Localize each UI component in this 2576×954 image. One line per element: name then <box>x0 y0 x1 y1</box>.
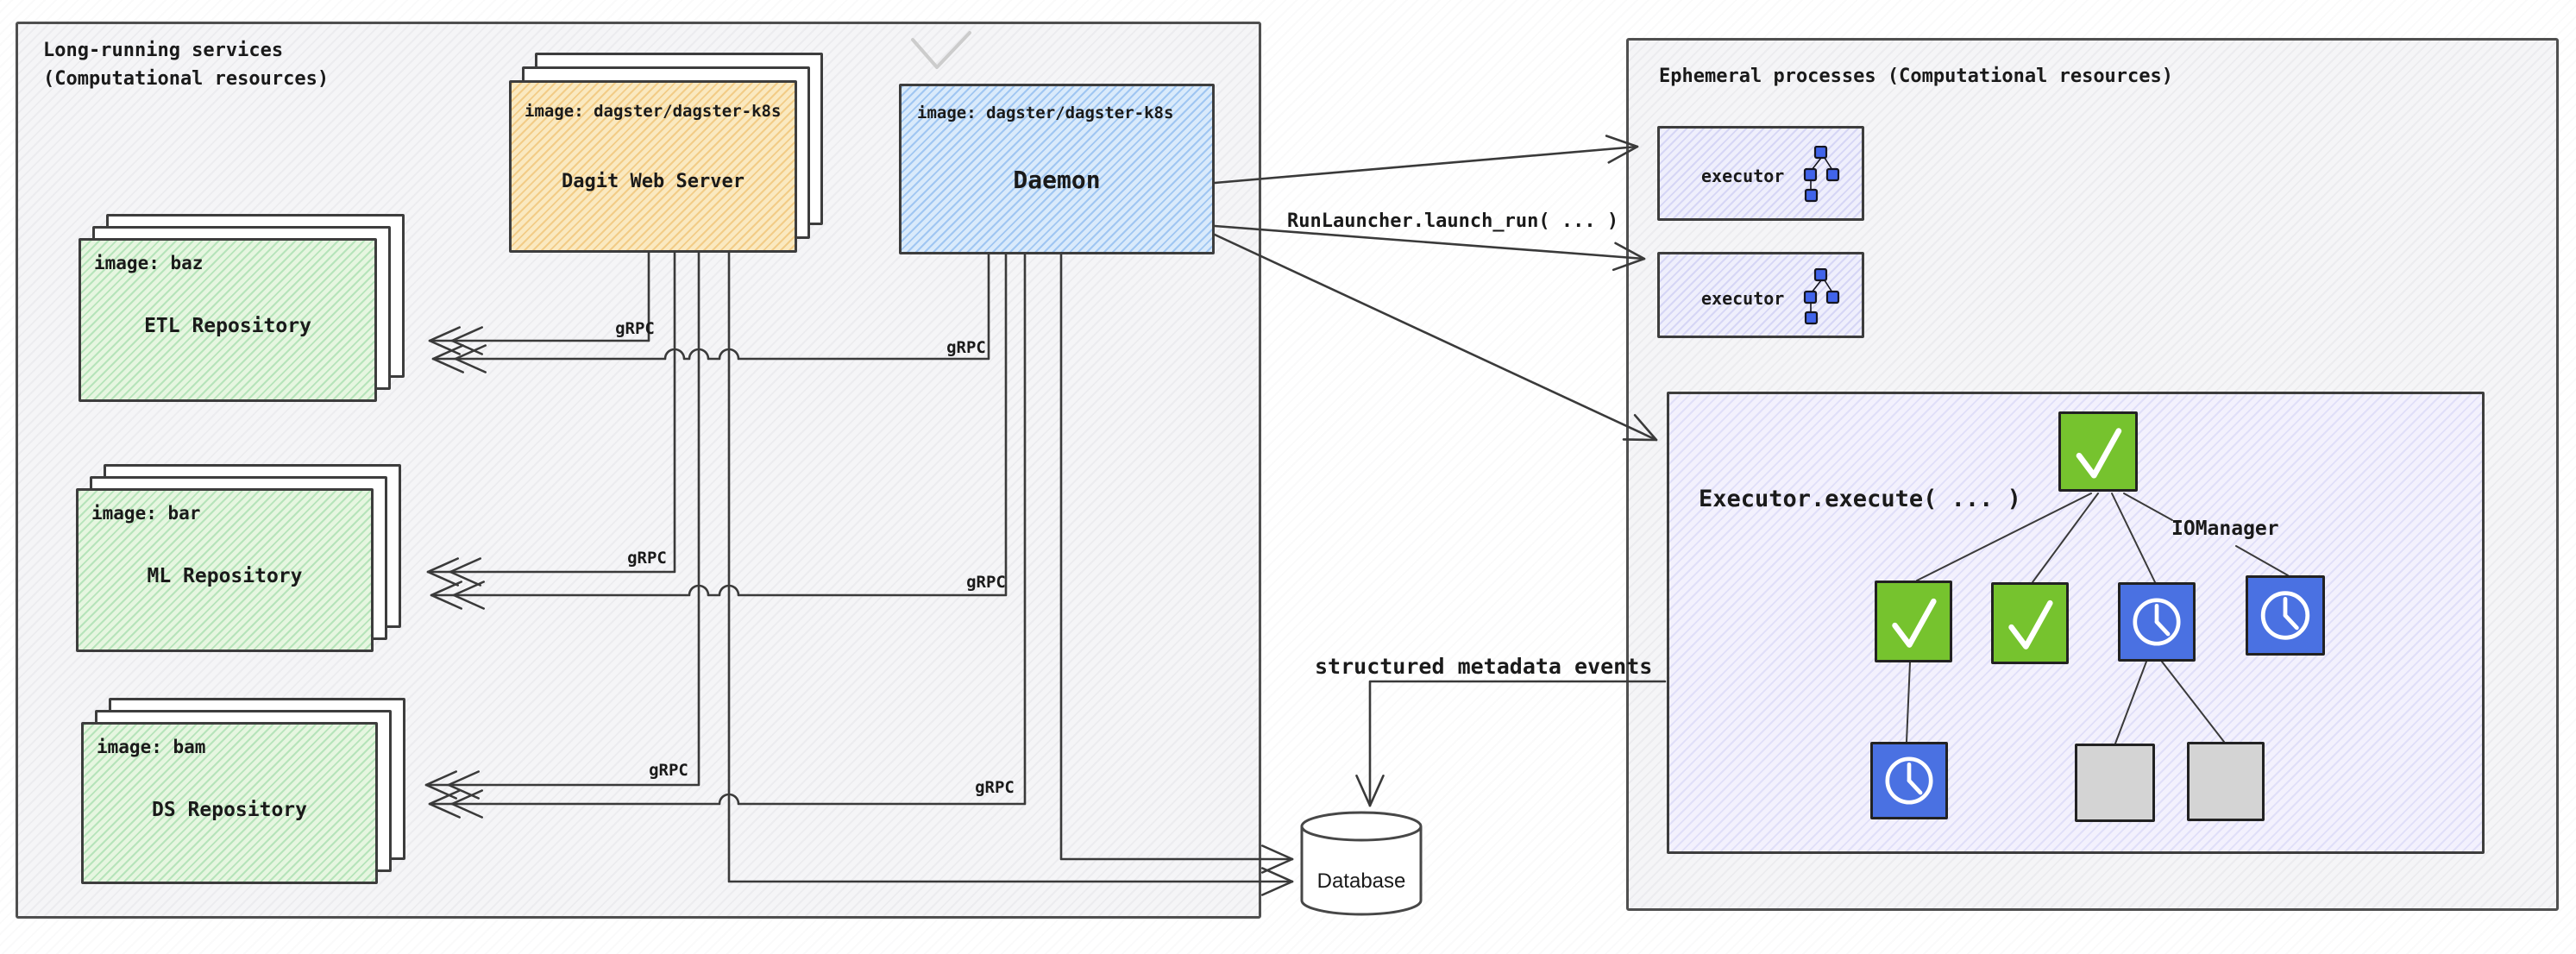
op-node-queued-1 <box>2075 744 2155 822</box>
etl-image-label: image: baz <box>94 253 204 273</box>
daemon-title: Daemon <box>1013 166 1101 194</box>
pipeline-icon <box>1803 145 1843 206</box>
run-launcher-label: RunLauncher.launch_run( ... ) <box>1287 210 1619 232</box>
op-node-pending-1 <box>2118 582 2196 662</box>
executor-box-2: executor <box>1657 252 1864 338</box>
op-node-root-success <box>2058 411 2138 492</box>
op-node-pending-3 <box>1870 742 1948 819</box>
arrowhead-metadata-to-database <box>1355 775 1385 807</box>
etl-repo-title: ETL Repository <box>144 315 311 337</box>
left-panel-title-line1: Long-running services <box>43 40 284 61</box>
grpc-label-daemon-ds: gRPC <box>975 778 1015 797</box>
ml-image-label: image: bar <box>91 503 201 524</box>
executor-execute-title: Executor.execute( ... ) <box>1699 486 2021 512</box>
ds-image-label: image: bam <box>97 737 206 757</box>
ml-repo-box: image: bar ML Repository <box>76 488 374 652</box>
dagit-title: Dagit Web Server <box>562 171 745 192</box>
database-cylinder <box>1297 809 1426 933</box>
daemon-image-label: image: dagster/dagster-k8s <box>917 104 1174 122</box>
grpc-label-dagit-etl: gRPC <box>615 319 655 338</box>
arrowhead-dagit-to-database <box>1261 867 1294 896</box>
grpc-label-daemon-ml: gRPC <box>966 573 1006 592</box>
grpc-label-daemon-etl: gRPC <box>946 338 986 357</box>
dagit-image-label: image: dagster/dagster-k8s <box>525 102 782 121</box>
metadata-events-label: structured metadata events <box>1315 654 1653 679</box>
connector-metadata-to-database <box>1368 680 1667 807</box>
grpc-label-dagit-ml: gRPC <box>627 549 667 568</box>
ds-repo-title: DS Repository <box>151 799 307 821</box>
ml-repo-title: ML Repository <box>147 565 303 587</box>
connector-daemon-to-executor-execute <box>1213 233 1658 442</box>
op-node-success-1 <box>1875 581 1952 662</box>
database-label: Database <box>1316 869 1406 893</box>
executor-box-1: executor <box>1657 126 1864 221</box>
grpc-label-dagit-ds: gRPC <box>649 761 688 780</box>
check-icon <box>1892 598 1937 648</box>
ds-repo-box: image: bam DS Repository <box>81 722 378 884</box>
clock-icon <box>2260 591 2310 640</box>
daemon-box: image: dagster/dagster-k8s Daemon <box>899 84 1215 254</box>
etl-repo-box: image: baz ETL Repository <box>79 238 377 402</box>
op-node-success-2 <box>1991 582 2069 664</box>
pipeline-icon <box>1803 267 1843 329</box>
left-panel-title-line2: (Computational resources) <box>43 68 330 90</box>
op-node-pending-2 <box>2246 575 2325 656</box>
check-icon <box>2076 428 2122 479</box>
dagit-box: image: dagster/dagster-k8s Dagit Web Ser… <box>509 80 797 253</box>
right-panel-title: Ephemeral processes (Computational resou… <box>1659 66 2174 87</box>
clock-icon <box>1885 756 1933 805</box>
connector-daemon-to-executor1 <box>1213 145 1639 185</box>
executor1-label: executor <box>1701 166 1785 186</box>
clock-icon <box>2133 598 2181 646</box>
iomanager-label: IOManager <box>2171 518 2279 540</box>
op-node-queued-2 <box>2187 742 2265 821</box>
arrowhead-daemon-to-database <box>1261 844 1294 874</box>
check-icon <box>2008 599 2053 650</box>
executor2-label: executor <box>1701 288 1785 309</box>
